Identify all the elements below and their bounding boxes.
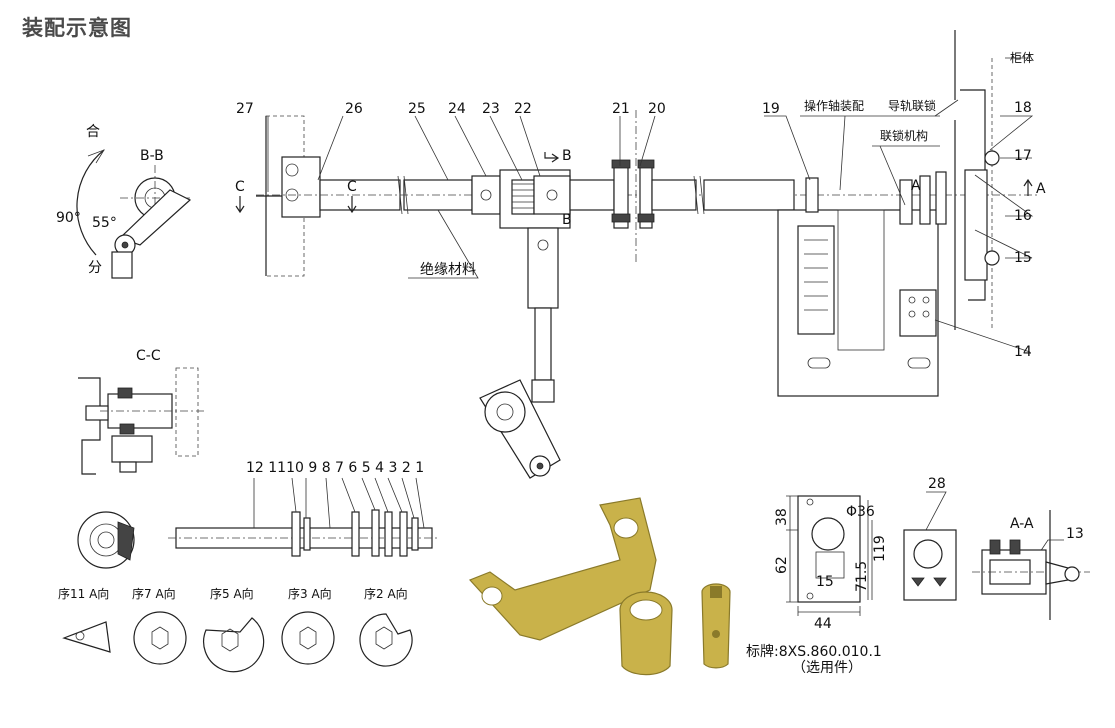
callout-16: 16 — [1014, 208, 1032, 224]
callout-15: 15 — [1014, 250, 1032, 266]
view-a-row: 序11 A向 序7 A向 序5 A向 序3 A向 序2 A向 — [58, 586, 413, 673]
label-interlock: 联锁机构 — [880, 128, 928, 143]
callout-13: 13 — [1066, 526, 1084, 542]
label-cc: C-C — [136, 348, 161, 364]
dim-119: 119 — [872, 535, 888, 562]
label-view11: 序11 A向 — [58, 586, 109, 601]
label-90deg: 90° — [56, 210, 81, 226]
view11-cam — [62, 621, 111, 653]
arc-90 — [76, 149, 105, 256]
label-55deg: 55° — [92, 215, 117, 231]
interlock-mechanism: A A 19 操作轴装配 导轨联锁 联锁机构 柜体 18 17 16 15 14 — [762, 30, 1046, 397]
dim-38: 38 — [774, 508, 790, 526]
view3-disc — [281, 611, 335, 665]
label-cabinet: 柜体 — [1010, 51, 1034, 65]
shaft-parts-row: 12 1110 9 8 7 6 5 4 3 2 1 — [77, 460, 440, 569]
dim-phi36: Φ36 — [846, 504, 875, 520]
label-open: 分 — [88, 260, 102, 276]
label-plate-note: 标牌:8XS.860.010.1 — [746, 643, 882, 660]
page-title: 装配示意图 — [22, 16, 132, 40]
dim-62: 62 — [774, 556, 790, 574]
callout-27: 27 — [236, 101, 254, 117]
section-b-bottom: B — [562, 212, 572, 228]
part-28: 28 — [903, 476, 957, 601]
block-22 — [533, 175, 571, 215]
label-op-shaft: 操作轴装配 — [804, 98, 864, 113]
label-optional: （选用件） — [792, 660, 862, 676]
view7-disc — [133, 611, 187, 665]
lever-stem — [111, 251, 133, 279]
section-c-left: C — [235, 179, 245, 195]
callout-21: 21 — [612, 101, 630, 117]
shaft-right-a — [651, 179, 697, 211]
section-a-mid: A — [911, 178, 921, 194]
parts-photo: 标牌:8XS.860.010.1 （选用件） — [468, 497, 882, 676]
view5-cam — [203, 617, 265, 673]
main-shaft-assembly: C C B B 27 26 25 24 23 22 21 20 绝缘材料 — [235, 101, 1040, 479]
terminal-block — [797, 225, 835, 335]
label-aa: A-A — [1010, 516, 1034, 532]
dim-715: 71.5 — [854, 561, 870, 592]
callout-24: 24 — [448, 101, 466, 117]
spring-23 — [511, 179, 535, 215]
callout-22: 22 — [514, 101, 532, 117]
left-coupler — [281, 156, 321, 218]
callout-18: 18 — [1014, 100, 1032, 116]
label-rail-lock: 导轨联锁 — [888, 98, 936, 113]
section-b-top: B — [562, 148, 572, 164]
callout-17: 17 — [1014, 148, 1032, 164]
section-aa: A-A 13 — [972, 510, 1090, 620]
section-bb: B-B 合 分 90° 55° — [56, 124, 192, 279]
label-view5: 序5 A向 — [210, 586, 254, 601]
shaft-mid — [569, 179, 615, 211]
dim-15: 15 — [816, 574, 834, 590]
pin-part — [701, 583, 731, 669]
view2-cam — [359, 613, 413, 667]
callout-25: 25 — [408, 101, 426, 117]
callout-19: 19 — [762, 101, 780, 117]
nameplate-drawing: 38 62 119 71.5 15 44 Φ36 — [774, 495, 888, 632]
label-close: 合 — [86, 124, 100, 140]
link-rod — [534, 307, 552, 381]
callout-28: 28 — [928, 476, 946, 492]
shaft-right-b — [703, 179, 795, 211]
label-view2: 序2 A向 — [364, 586, 408, 601]
label-insulation: 绝缘材料 — [420, 262, 476, 278]
label-view7: 序7 A向 — [132, 586, 176, 601]
callout-23: 23 — [482, 101, 500, 117]
label-parts-row: 12 1110 9 8 7 6 5 4 3 2 1 — [246, 460, 424, 476]
section-c-right: C — [347, 179, 357, 195]
label-bb: B-B — [140, 148, 164, 164]
dim-44: 44 — [814, 616, 832, 632]
coupling-24 — [471, 175, 501, 215]
label-view3: 序3 A向 — [288, 586, 332, 601]
lever-arm — [118, 189, 192, 246]
callout-14: 14 — [1014, 344, 1032, 360]
callout-20: 20 — [648, 101, 666, 117]
bracket-part — [468, 497, 657, 641]
section-a-right: A — [1036, 181, 1046, 197]
section-cc: C-C — [78, 348, 205, 475]
callout-26: 26 — [345, 101, 363, 117]
